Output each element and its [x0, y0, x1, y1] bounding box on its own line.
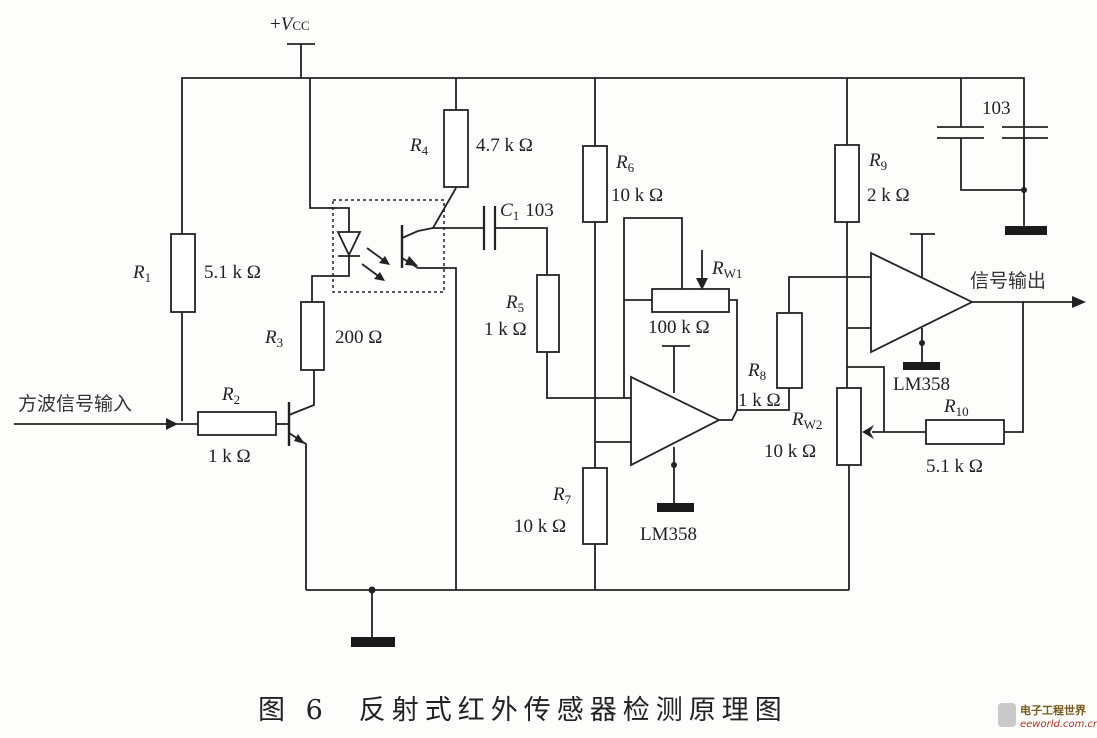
svg-text:LM358: LM358: [893, 374, 950, 395]
svg-text:eeworld.com.cn: eeworld.com.cn: [1020, 719, 1097, 730]
ground-icon: [657, 503, 694, 512]
svg-text:R9: R9: [868, 150, 887, 173]
svg-text:R5: R5: [505, 292, 524, 315]
svg-text:10 k Ω: 10 k Ω: [611, 185, 663, 206]
wiper-arrow-icon: [862, 425, 874, 439]
svg-text:RW1: RW1: [711, 258, 742, 281]
svg-text:2 k Ω: 2 k Ω: [867, 185, 910, 206]
decoupling-capacitors: 103: [937, 78, 1048, 235]
resistor-r5: R5 1 k Ω: [484, 274, 631, 399]
svg-text:R8: R8: [747, 360, 766, 383]
resistor-r7: R7 10 k Ω: [514, 467, 608, 590]
transistor-q1: [287, 370, 315, 590]
potentiometer-rw2[interactable]: RW2 10 k Ω: [764, 387, 926, 590]
svg-text:10 k Ω: 10 k Ω: [764, 441, 816, 462]
svg-text:R7: R7: [552, 484, 572, 507]
ir-led-icon: [336, 231, 362, 258]
resistor-r8: R8 1 k Ω: [738, 276, 871, 411]
svg-text:R3: R3: [264, 327, 283, 350]
svg-text:10 k Ω: 10 k Ω: [514, 516, 566, 537]
output-arrow-icon: [1072, 296, 1086, 308]
ground-icon: [351, 637, 395, 647]
svg-text:RW2: RW2: [791, 409, 822, 432]
svg-text:电子工程世界: 电子工程世界: [1020, 703, 1086, 717]
svg-text:R6: R6: [615, 152, 635, 175]
svg-text:100 k Ω: 100 k Ω: [648, 317, 710, 338]
resistor-r3: R3 200 Ω: [264, 256, 382, 371]
resistor-r10: R10 5.1 k Ω: [925, 302, 1024, 477]
svg-text:1 k Ω: 1 k Ω: [208, 446, 251, 467]
svg-text:1 k Ω: 1 k Ω: [484, 319, 527, 340]
resistor-r1: R1 5.1 k Ω: [132, 233, 261, 313]
vcc-terminal: +VCC: [270, 14, 315, 78]
resistor-r6: R6 10 k Ω: [582, 78, 663, 223]
input-label: 方波信号输入: [18, 393, 132, 415]
light-arrows-icon: [361, 247, 390, 281]
svg-text:103: 103: [982, 98, 1011, 119]
svg-text:R4: R4: [409, 135, 429, 158]
svg-text:LM358: LM358: [640, 524, 697, 545]
svg-text:5.1 k Ω: 5.1 k Ω: [204, 262, 261, 283]
reflective-ir-sensor: [309, 78, 457, 590]
svg-text:200 Ω: 200 Ω: [335, 327, 382, 348]
opamp-u1: LM358: [630, 345, 790, 545]
signal-output: 信号输出: [970, 270, 1086, 308]
square-wave-input: 方波信号输入: [14, 393, 198, 430]
potentiometer-rw1[interactable]: RW1 100 k Ω: [623, 217, 742, 410]
svg-text:R10: R10: [943, 396, 969, 419]
resistor-r2: R2 1 k Ω: [197, 384, 289, 467]
ground-icon: [903, 362, 940, 370]
eeworld-logo: 电子工程世界 eeworld.com.cn: [998, 703, 1097, 730]
opamp-u2: LM358: [870, 233, 975, 395]
output-label: 信号输出: [970, 270, 1046, 292]
svg-text:4.7 k Ω: 4.7 k Ω: [476, 135, 533, 156]
sensor-package: [332, 199, 445, 293]
svg-text:1 k Ω: 1 k Ω: [738, 390, 781, 411]
vcc-label: +VCC: [270, 14, 310, 35]
phototransistor-icon: [400, 187, 457, 590]
resistor-r9: R9 2 k Ω: [834, 78, 910, 432]
resistor-r4: R4 4.7 k Ω: [409, 78, 533, 188]
svg-text:R2: R2: [221, 384, 240, 407]
svg-text:R1: R1: [132, 262, 151, 285]
ground-rail: [306, 586, 849, 647]
ground-icon: [1005, 226, 1047, 235]
svg-text:5.1 k Ω: 5.1 k Ω: [926, 456, 983, 477]
